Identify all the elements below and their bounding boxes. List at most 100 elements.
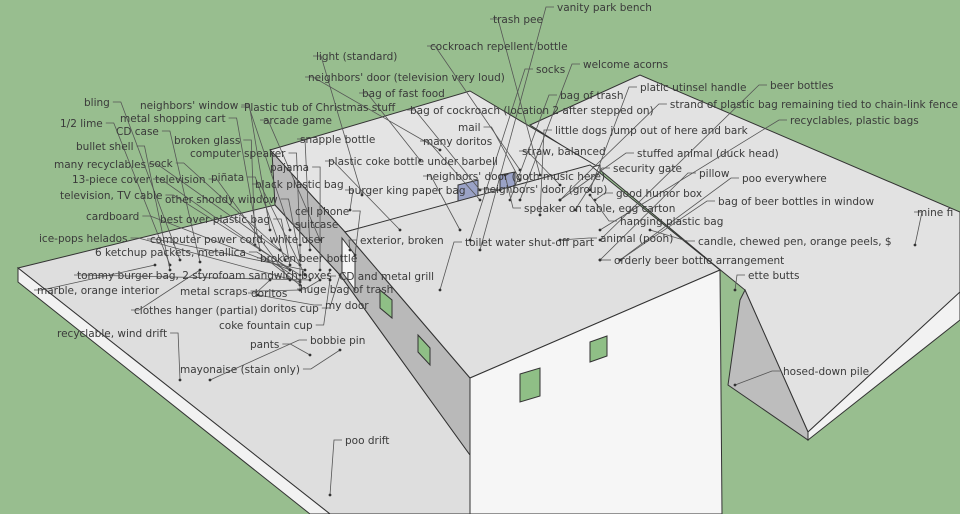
annotation-label[interactable]: bag of beer bottles in window [718,196,874,208]
annotation-label[interactable]: exterior, broken [360,235,444,247]
annotation-label[interactable]: beer bottles [770,80,833,92]
leader-arrowhead [733,288,737,292]
leader-arrowhead [538,213,542,217]
annotation-label[interactable]: mine fi [917,207,953,219]
annotation-label[interactable]: platic utinsel handle [640,82,746,94]
annotation-label[interactable]: candle, chewed pen, orange peels, $ [698,236,892,248]
annotation-label[interactable]: CD case [116,126,159,138]
annotation-label[interactable]: metal scraps [180,286,248,298]
annotation-label[interactable]: burger king paper bag [348,185,466,197]
annotation-label[interactable]: bobbie pin [310,335,365,347]
annotation-label[interactable]: mayonaise (stain only) [180,364,300,376]
annotation-label[interactable]: television [155,174,206,186]
annotation-label[interactable]: recyclable, wind drift [57,328,167,340]
annotation-label[interactable]: vanity park bench [557,2,652,14]
annotation-label[interactable]: television, TV cable [60,190,162,202]
annotation-label[interactable]: straw, balanced [522,146,606,158]
annotation-label[interactable]: animal (pooh) [600,233,673,245]
annotation-label[interactable]: best over plastic bag [160,214,270,226]
annotation-label[interactable]: many recyclables [54,159,146,171]
annotation-label[interactable]: cockroach repellent bottle [430,41,568,53]
annotation-label[interactable]: coke fountain cup [219,320,313,332]
leader-line [241,106,291,231]
annotation-label[interactable]: 6 ketchup packets, metallica [95,247,246,259]
annotation-label[interactable]: pillow [699,168,730,180]
annotation-label[interactable]: plastic coke bottle under barbell [328,156,498,168]
annotation-label[interactable]: bag of fast food [362,88,445,100]
annotation-label[interactable]: neighbors' door (group) [483,184,607,196]
annotation-label[interactable]: Plastic tub of Christmas stuff [244,102,396,114]
leader-arrowhead [338,348,342,352]
annotation-label[interactable]: 13-piece cover [72,174,151,186]
leader-arrowhead [353,253,357,257]
leader-line [260,119,321,241]
annotation-label[interactable]: clothes hanger (partial) [134,305,258,317]
annotation-label[interactable]: metal shopping cart [120,113,226,125]
annotation-label[interactable]: speaker on table, egg carton [524,203,675,215]
annotation-label[interactable]: bag of cockroach (location 2 after stepp… [410,105,654,117]
annotation-label[interactable]: light (standard) [316,51,397,63]
annotation-label[interactable]: toilet water shut-off part [465,237,594,249]
annotation-label[interactable]: bling [84,97,110,109]
leader-arrowhead [198,268,202,272]
leader-arrowhead [588,193,592,197]
annotation-label[interactable]: good humor box [616,188,702,200]
leader-arrowhead [458,228,462,232]
annotation-label[interactable]: strand of plastic bag remaining tied to … [670,99,958,111]
leader-arrowhead [198,260,202,264]
annotation-label[interactable]: many doritos [423,136,492,148]
leader-line [312,166,321,271]
annotation-label[interactable]: poo everywhere [742,173,827,185]
annotation-label[interactable]: doritos [251,288,287,300]
annotation-label[interactable]: cardboard [86,211,139,223]
annotation-label[interactable]: computer speaker [190,148,286,160]
annotation-label[interactable]: little dogs jump out of here and bark [555,125,749,137]
annotation-label[interactable]: arcade game [263,115,332,127]
annotation-label[interactable]: tommy burger bag, 2 styrofoam sandwich b… [77,270,332,282]
annotation-label[interactable]: doritos cup [260,303,319,315]
leader-arrowhead [303,268,307,272]
annotation-label[interactable]: 1/2 lime [60,118,103,130]
annotation-label[interactable]: neighbors' door (television very loud) [308,72,505,84]
annotation-label[interactable]: black plastic bag [255,179,344,191]
annotation-label[interactable]: welcome acorns [583,59,668,71]
annotation-label[interactable]: marble, orange interior [37,285,160,297]
annotation-label[interactable]: ice-pops helados [39,233,128,245]
annotation-label[interactable]: recyclables, plastic bags [790,115,919,127]
annotation-label[interactable]: socks [536,64,565,76]
annotation-label[interactable]: pajama [270,162,309,174]
annotation-label[interactable]: computer power cord, white user [150,234,325,246]
annotation-label[interactable]: poo drift [345,435,389,447]
leader-arrowhead [328,493,332,497]
annotation-label[interactable]: neighbors' door (goth music here) [426,171,605,183]
leader-line [241,104,271,231]
annotation-label[interactable]: neighbors' window [140,100,239,112]
annotation-label[interactable]: pants [250,339,279,351]
annotation-label[interactable]: suitcase [295,219,338,231]
annotation-label[interactable]: trash pee [493,14,543,26]
annotation-label[interactable]: stuffed animal (duck head) [637,148,779,160]
annotation-label[interactable]: huge bag of trash [300,284,393,296]
leader-line [34,264,156,291]
annotation-label[interactable]: hosed-down pile [783,366,869,378]
annotation-label[interactable]: CD and metal grill [339,271,434,283]
annotation-label[interactable]: mail [458,122,481,134]
annotation-label[interactable]: piñata [211,172,244,184]
annotation-label[interactable]: security gate [613,163,682,175]
annotation-label[interactable]: other shoddy window [165,194,278,206]
annotation-label[interactable]: broken glass [174,135,240,147]
leader-line [142,215,291,271]
annotation-label[interactable]: my door [325,300,369,312]
annotation-label[interactable]: ette butts [748,270,800,282]
annotation-label[interactable]: bag of trash [560,90,624,102]
annotation-label[interactable]: cell phone [295,206,349,218]
leader-arrowhead [558,198,562,202]
annotation-label[interactable]: bullet shell [76,141,134,153]
annotation-label[interactable]: sock [149,158,174,170]
leader-line [519,150,561,186]
annotation-label[interactable]: orderly beer bottle arrangement [614,255,784,267]
annotation-label[interactable]: hanging plastic bag [620,216,723,228]
annotation-label[interactable]: snapple bottle [300,134,375,146]
annotation-label[interactable]: broken beer bottle [260,253,357,265]
